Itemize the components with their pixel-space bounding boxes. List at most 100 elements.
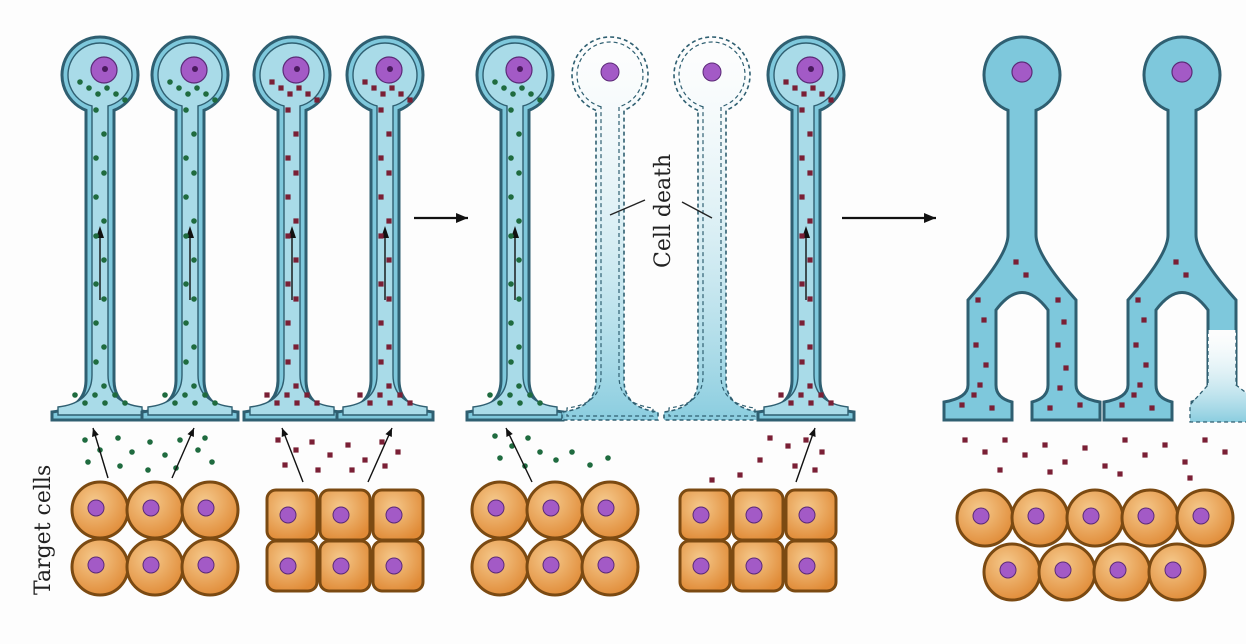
red-growth-factor <box>1061 319 1066 324</box>
green-growth-factor <box>101 383 107 389</box>
red-growth-factor <box>386 218 391 223</box>
red-growth-factor <box>296 85 301 90</box>
red-growth-factor <box>387 400 392 405</box>
red-growth-factor <box>799 320 804 325</box>
target-nucleus <box>198 500 214 516</box>
green-growth-factor <box>191 218 197 224</box>
red-growth-factor <box>407 97 412 102</box>
red-growth-factor <box>378 107 383 112</box>
red-growth-factor <box>1047 405 1052 410</box>
green-growth-factor <box>176 85 182 91</box>
green-growth-factor <box>202 392 208 398</box>
target-nucleus <box>543 557 559 573</box>
green-growth-factor <box>95 91 101 97</box>
target-nucleus <box>88 500 104 516</box>
green-growth-factor <box>92 392 98 398</box>
target-nucleus <box>1083 508 1099 524</box>
red-growth-factor <box>386 383 391 388</box>
red-growth-factor <box>378 359 383 364</box>
dying-neuron-body <box>562 37 658 420</box>
target-cells-label: Target cells <box>31 465 56 595</box>
green-growth-factor <box>101 344 107 350</box>
red-growth-factor <box>788 400 793 405</box>
red-growth-factor <box>389 85 394 90</box>
green-growth-factor <box>185 91 191 97</box>
red-growth-factor <box>293 383 298 388</box>
green-growth-factor <box>182 392 188 398</box>
green-growth-factor <box>122 400 128 406</box>
green-growth-factor <box>569 449 575 455</box>
red-growth-factor <box>293 296 298 301</box>
green-growth-factor <box>516 218 522 224</box>
red-growth-factor <box>1137 382 1142 387</box>
red-growth-factor <box>1119 402 1124 407</box>
red-growth-factor <box>1055 297 1060 302</box>
green-growth-factor <box>212 97 218 103</box>
target-nucleus <box>386 507 402 523</box>
green-growth-factor <box>492 79 498 85</box>
target-nucleus <box>598 557 614 573</box>
red-growth-factor <box>778 392 783 397</box>
red-growth-factor <box>285 281 290 286</box>
red-growth-factor <box>293 257 298 262</box>
green-growth-factor <box>517 400 523 406</box>
red-growth-factor <box>792 463 797 468</box>
red-growth-factor <box>1023 272 1028 277</box>
red-growth-factor <box>1183 272 1188 277</box>
green-growth-factor <box>537 97 543 103</box>
green-growth-factor <box>508 359 514 365</box>
red-growth-factor <box>807 257 812 262</box>
red-growth-factor <box>818 392 823 397</box>
branched-neuron-body <box>944 37 1100 420</box>
red-growth-factor <box>785 443 790 448</box>
red-growth-factor <box>767 435 772 440</box>
red-growth-factor <box>378 155 383 160</box>
green-growth-factor <box>93 320 99 326</box>
red-growth-factor <box>803 437 808 442</box>
red-growth-factor <box>807 383 812 388</box>
green-growth-factor <box>516 296 522 302</box>
green-growth-factor <box>93 107 99 113</box>
red-growth-factor <box>349 467 354 472</box>
red-growth-factor <box>386 170 391 175</box>
target-nucleus <box>1028 508 1044 524</box>
green-growth-factor <box>183 155 189 161</box>
green-growth-factor <box>101 170 107 176</box>
red-growth-factor <box>287 91 292 96</box>
target-nucleus <box>598 500 614 516</box>
red-growth-factor <box>962 437 967 442</box>
target-nucleus <box>488 500 504 516</box>
green-growth-factor <box>508 320 514 326</box>
green-growth-factor <box>191 170 197 176</box>
green-growth-factor <box>104 85 110 91</box>
green-growth-factor <box>497 400 503 406</box>
red-growth-factor <box>1055 342 1060 347</box>
red-growth-factor <box>309 439 314 444</box>
red-growth-factor <box>314 97 319 102</box>
red-growth-factor <box>371 85 376 90</box>
red-growth-factor <box>362 79 367 84</box>
green-growth-factor <box>528 91 534 97</box>
red-growth-factor <box>1202 437 1207 442</box>
red-growth-factor <box>1082 445 1087 450</box>
target-nucleus <box>1000 562 1016 578</box>
green-growth-factor <box>516 344 522 350</box>
green-growth-factor <box>147 439 153 445</box>
red-growth-factor <box>807 218 812 223</box>
target-cell-layer <box>72 482 1233 600</box>
red-growth-factor <box>362 457 367 462</box>
red-growth-factor <box>382 463 387 468</box>
red-growth-factor <box>1142 452 1147 457</box>
green-growth-factor <box>191 131 197 137</box>
red-growth-factor <box>799 281 804 286</box>
red-growth-factor <box>386 296 391 301</box>
nucleolus <box>808 66 814 72</box>
red-growth-factor <box>378 233 383 238</box>
red-growth-factor <box>285 155 290 160</box>
red-growth-factor <box>293 218 298 223</box>
green-growth-factor <box>492 433 498 439</box>
green-growth-factor <box>102 400 108 406</box>
red-growth-factor <box>293 131 298 136</box>
target-nucleus <box>198 557 214 573</box>
